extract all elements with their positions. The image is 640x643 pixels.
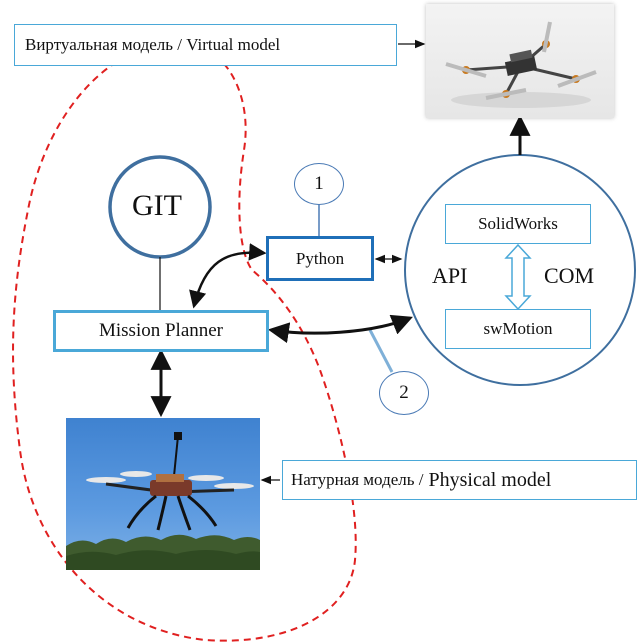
- mission-planner-label: Mission Planner: [98, 320, 224, 341]
- callout-2: 2: [379, 371, 429, 415]
- swmotion-label: swMotion: [483, 319, 553, 338]
- virtual-model-render: [426, 4, 614, 118]
- python-box: Python: [266, 236, 374, 281]
- physical-model-text-en: Physical model: [428, 468, 552, 491]
- arrow-mission-planner-to-cad: [267, 314, 413, 344]
- callout-1: 1: [294, 163, 344, 205]
- quadcopter-photo-icon: [66, 432, 260, 570]
- git-label: GIT: [132, 189, 182, 222]
- virtual-model-label: Виртуальная модель / Virtual model: [14, 24, 397, 66]
- arrow-python-to-mission-planner: [189, 243, 267, 309]
- solidworks-label: SolidWorks: [478, 214, 558, 233]
- api-label: API: [432, 263, 468, 288]
- com-label: COM: [544, 263, 595, 288]
- quadcopter-cad-icon: [445, 21, 597, 108]
- virtual-model-text: Виртуальная модель / Virtual model: [25, 35, 281, 54]
- physical-side-boundary: [12, 44, 357, 642]
- callout-2-line: [368, 329, 394, 373]
- swmotion-box: swMotion: [445, 309, 591, 349]
- solidworks-box: SolidWorks: [445, 204, 591, 244]
- python-label: Python: [295, 248, 345, 268]
- physical-model-label: Натурная модель / Physical model: [282, 460, 637, 500]
- physical-model-text-ru: Натурная модель /: [291, 470, 424, 489]
- physical-model-photo: [66, 418, 260, 570]
- mission-planner-box: Mission Planner: [53, 310, 269, 352]
